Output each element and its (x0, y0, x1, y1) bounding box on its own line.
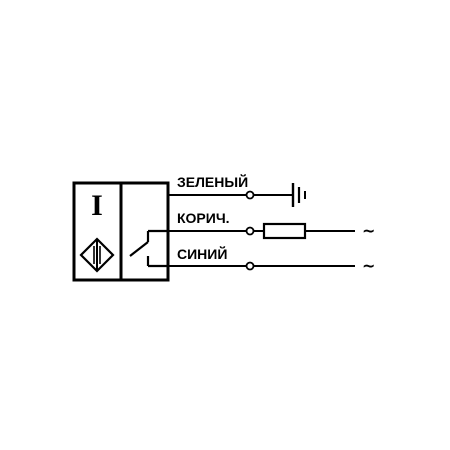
wire-label-brown: КОРИЧ. (177, 210, 230, 226)
sensor-type-symbol: I (91, 189, 103, 222)
wire-blue (168, 261, 355, 271)
ac-supply-symbol-blue: ~ (362, 256, 375, 275)
wire-label-blue: СИНИЙ (177, 245, 227, 262)
inductive-sensor-icon (79, 237, 115, 273)
wire-label-green: ЗЕЛЕНЫЙ (177, 173, 248, 190)
terminal-blue (245, 261, 255, 271)
switch-contact-icon (129, 229, 168, 268)
terminal-green (245, 190, 255, 200)
wire-brown (168, 222, 355, 240)
terminal-brown (245, 226, 255, 236)
wire-green (168, 183, 306, 207)
ground-icon (291, 183, 306, 207)
ac-supply-symbol-brown: ~ (362, 221, 375, 240)
load-resistor-icon (262, 222, 307, 240)
